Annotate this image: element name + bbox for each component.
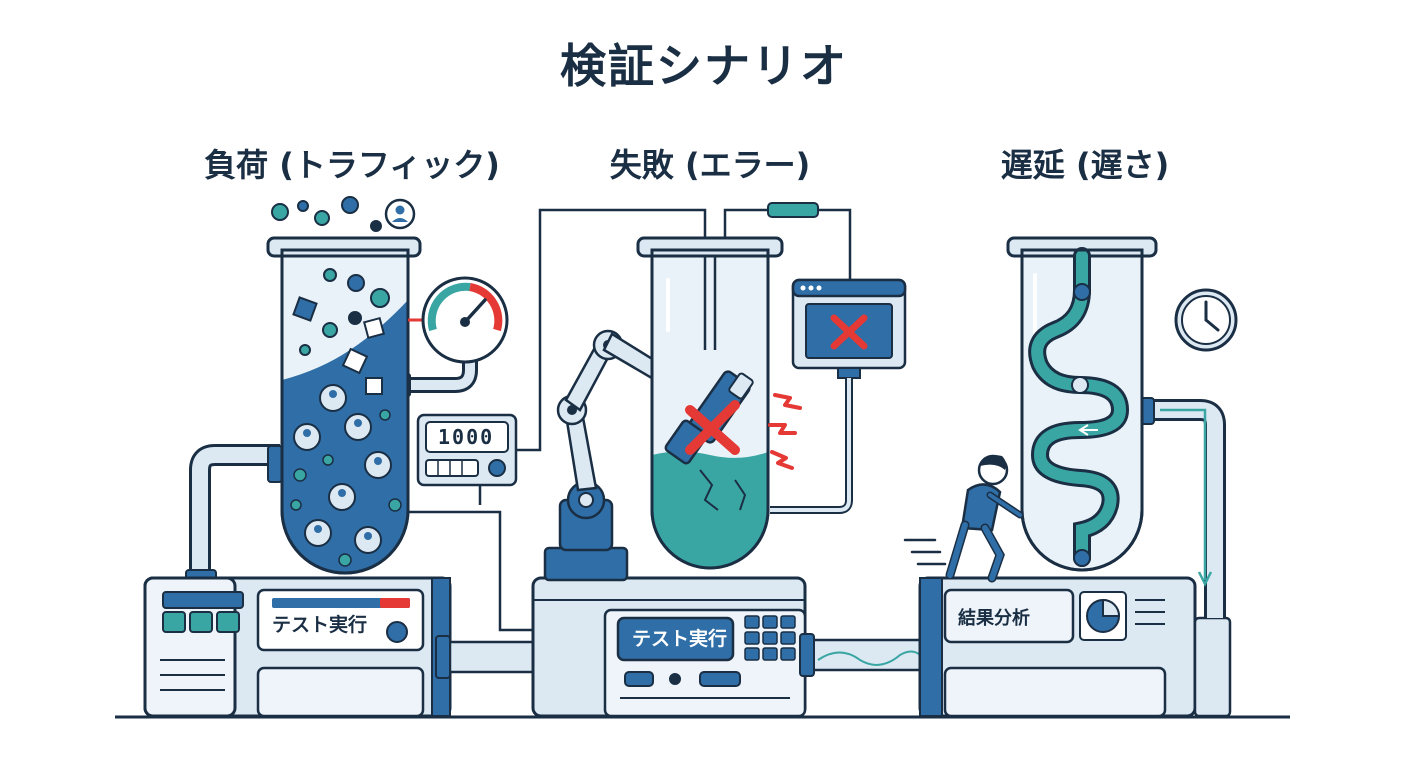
traffic-counter: [416, 413, 518, 487]
gauge-icon: [408, 276, 509, 364]
base-machine-failure: [531, 576, 807, 718]
traffic-user-icon: [384, 198, 416, 230]
traffic-users: [290, 198, 416, 567]
test-tube-load: [266, 236, 422, 575]
traffic-counter-value: 1000: [438, 425, 495, 449]
error-window-icon: [791, 278, 907, 379]
run-test-label-load: テスト実行: [272, 614, 368, 636]
winding-path: [1028, 247, 1130, 567]
base-connector-pipe-2: [799, 633, 935, 677]
run-test-label-failure: テスト実行: [632, 628, 728, 650]
person-pushing-icon: [903, 454, 1024, 583]
result-analysis-label: 結果分析: [958, 608, 1030, 629]
tube-outline-delay: [1020, 248, 1144, 572]
spark-icon: [768, 393, 802, 470]
scenario-title-delay: 遅延 (遅さ): [1000, 146, 1170, 184]
error-x-icon: [685, 400, 740, 455]
inlet-pipe: [185, 444, 283, 585]
scenario-title-failure: 失敗 (エラー): [609, 146, 811, 184]
scenario-title-load: 負荷 (トラフィック): [204, 146, 500, 184]
error-window-cable: [770, 378, 853, 514]
clock-icon: [1174, 288, 1238, 352]
connector-plug: [767, 202, 819, 218]
outlet-pipe: [1139, 397, 1226, 618]
base-machine-delay: [918, 576, 1232, 718]
pie-chart-icon: [1079, 591, 1127, 641]
base-machine-load: [143, 576, 452, 718]
robot-arm-icon: [543, 329, 702, 582]
traffic-particles: [271, 196, 390, 395]
page-title: 検証シナリオ: [560, 39, 848, 93]
